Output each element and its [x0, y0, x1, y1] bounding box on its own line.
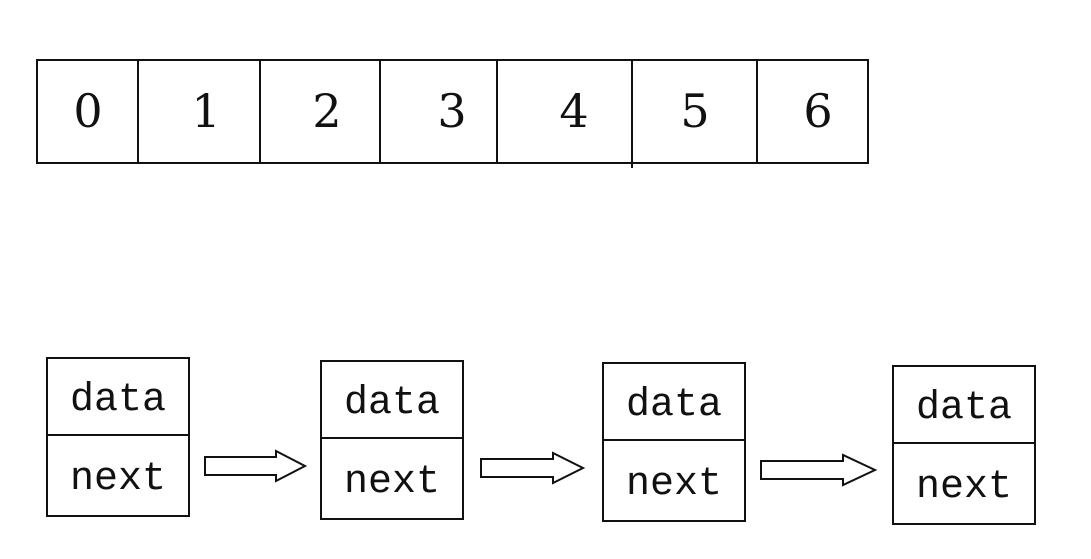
node-data-field: data	[344, 381, 440, 426]
array-cell-4: 4	[559, 84, 588, 138]
node-box	[602, 362, 746, 522]
array-cell-label: 5	[680, 84, 709, 138]
array-cell-6: 6	[803, 84, 832, 138]
linked-list: data next data next data next data next	[46, 357, 1036, 525]
array-cell-label: 1	[191, 84, 220, 138]
array-outline	[36, 59, 869, 164]
node-data-field: data	[916, 386, 1012, 431]
list-node-2: data next	[320, 360, 464, 520]
array-cell-5: 5	[680, 84, 709, 138]
next-pointer-arrow-icon	[204, 449, 308, 483]
array-cell-1: 1	[191, 84, 220, 138]
node-box	[320, 360, 464, 520]
next-pointer-arrow-icon	[480, 451, 586, 485]
node-next-field: next	[344, 460, 440, 505]
node-data-field: data	[70, 378, 166, 423]
list-node-3: data next	[602, 362, 746, 522]
list-node-1: data next	[46, 357, 190, 517]
array-strip: 0 1 2 3 4 5 6	[36, 59, 869, 168]
array-cell-label: 0	[73, 84, 102, 138]
next-pointer-arrow-icon	[760, 453, 878, 487]
array-cell-label: 2	[312, 84, 341, 138]
array-cell-label: 3	[437, 84, 466, 138]
list-node-4: data next	[892, 365, 1036, 525]
array-cell-label: 6	[803, 84, 832, 138]
node-box	[46, 357, 190, 517]
node-next-field: next	[70, 457, 166, 502]
node-next-field: next	[916, 465, 1012, 510]
node-next-field: next	[626, 462, 722, 507]
array-cell-0: 0	[73, 84, 102, 138]
array-cell-3: 3	[437, 84, 466, 138]
array-cell-label: 4	[559, 84, 588, 138]
array-cell-2: 2	[312, 84, 341, 138]
node-data-field: data	[626, 383, 722, 428]
node-box	[892, 365, 1036, 525]
